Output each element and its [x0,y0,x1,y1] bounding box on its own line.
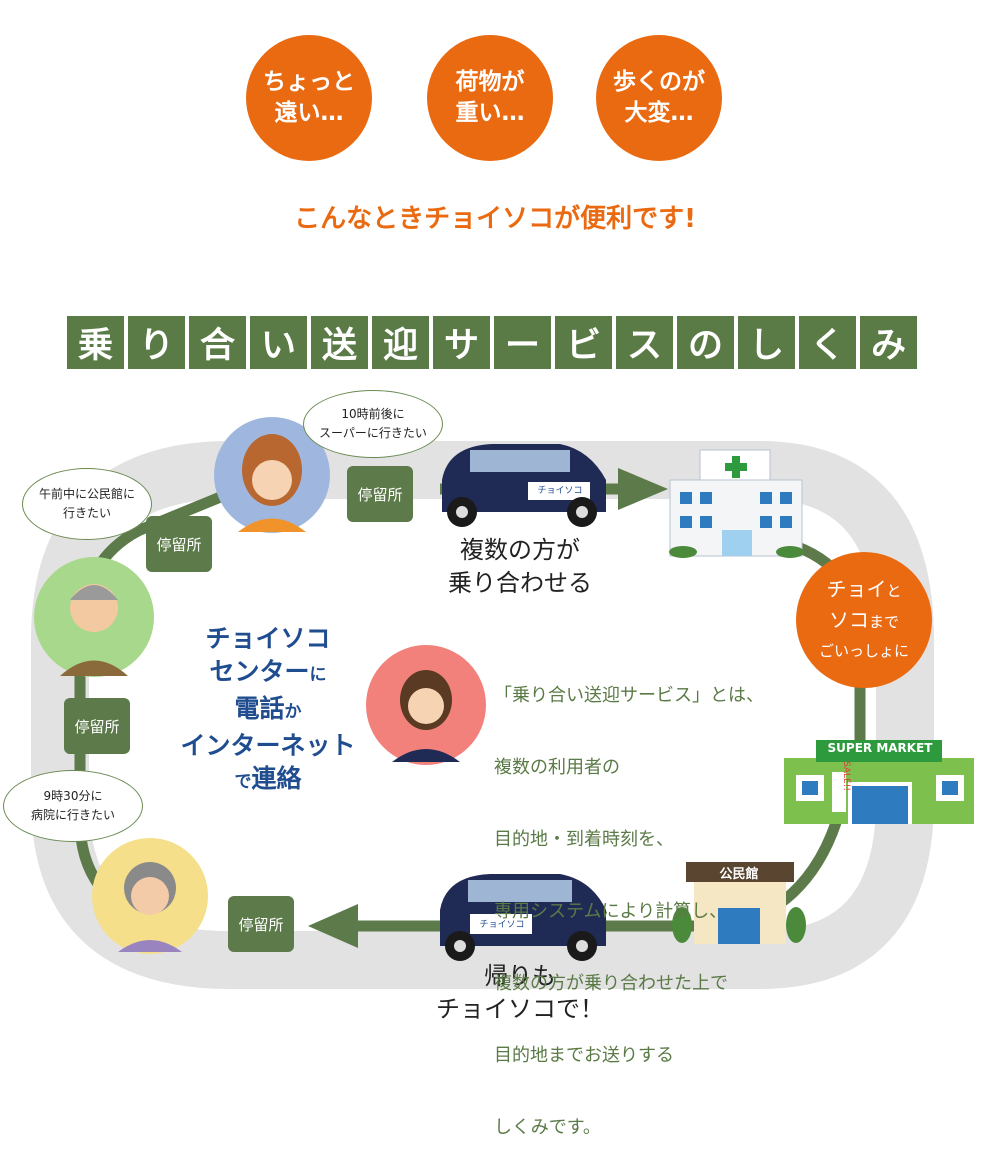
woman-avatar [214,417,330,533]
elder-woman-avatar [92,838,208,954]
route-diagram [30,417,974,989]
title-char: サ [433,316,490,369]
title-char: み [860,316,917,369]
concern-circle-far: ちょっと遠い… [246,35,372,161]
sale-sign: SALE!! [841,761,851,791]
speech-bubble-woman: 10時前後にスーパーに行きたい [303,390,443,458]
bus-stop: 停留所 [64,698,130,754]
service-description: 「乗り合い送迎サービス」とは、 複数の利用者の 目的地・到着時刻を、 専用システ… [494,685,764,1138]
title-char: 合 [189,316,246,369]
caption-ride-share: 複数の方が乗り合わせる [448,536,592,597]
caption-return-trip: 帰りもチョイソコで！ [436,962,604,1023]
community-hall-icon [672,862,806,944]
taxi-label: チョイソコ [479,920,525,930]
bus-stop: 停留所 [347,466,413,522]
contact-instruction: チョイソコ センターに 電話か インターネット で連絡 [180,624,356,793]
title-char: 迎 [372,316,429,369]
tagline-bubble: チョイと ソコまで ごいっしょに [796,552,932,688]
section-title: 乗 り 合 い 送 迎 サ ー ビ ス の し く み [67,316,917,369]
title-char: 乗 [67,316,124,369]
man-avatar [34,557,154,677]
arrow-right [618,468,668,510]
route-track [30,441,934,989]
title-char: し [738,316,795,369]
title-char: ビ [555,316,612,369]
title-char: り [128,316,185,369]
taxi-top [442,444,606,527]
title-char: ー [494,316,551,369]
concern-circle-walking: 歩くのが大変… [596,35,722,161]
taxi-bottom [440,874,606,961]
bus-stop: 停留所 [146,516,212,572]
speech-bubble-elder: 9時30分に病院に行きたい [3,770,143,842]
title-char: い [250,316,307,369]
supermarket-icon [784,740,974,824]
community-hall-sign: 公民館 [719,867,759,882]
title-char: 送 [311,316,368,369]
concern-circle-heavy: 荷物が重い… [427,35,553,161]
title-char: ス [616,316,673,369]
title-char: の [677,316,734,369]
supermarket-sign: SUPER MARKET [827,741,933,755]
title-char: く [799,316,856,369]
operator-avatar [366,645,486,765]
headline: こんなときチョイソコが便利です! [294,204,696,234]
arrow-left [308,904,358,948]
speech-bubble-man: 午前中に公民館に行きたい [22,468,152,540]
hospital-icon [669,449,804,558]
bus-stop: 停留所 [228,896,294,952]
taxi-label: チョイソコ [537,486,583,496]
